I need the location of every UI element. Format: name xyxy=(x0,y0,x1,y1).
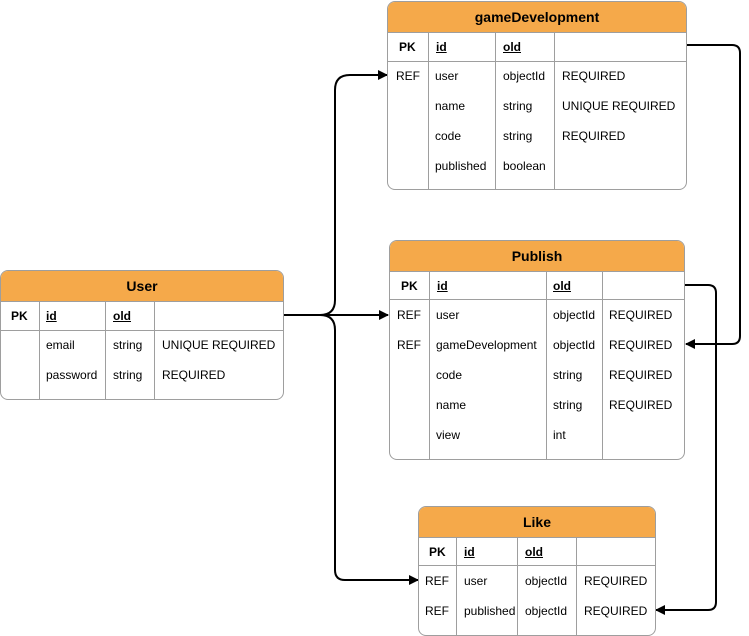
field-key: REF xyxy=(425,604,449,618)
field-constraint: REQUIRED xyxy=(162,368,226,382)
field-constraint: UNIQUE REQUIRED xyxy=(562,99,676,113)
pk-header: PK xyxy=(429,545,446,559)
field-type: int xyxy=(553,428,566,442)
field-constraint: UNIQUE REQUIRED xyxy=(162,338,276,352)
field-name: password xyxy=(46,368,98,382)
field-type: string xyxy=(503,99,533,113)
field-name: name xyxy=(435,99,466,113)
entity-title: gameDevelopment xyxy=(388,2,686,33)
field-name: email xyxy=(46,338,75,352)
field-constraint: REQUIRED xyxy=(609,338,673,352)
field-type: objectId xyxy=(525,604,568,618)
field-type: string xyxy=(553,368,583,382)
field-type: string xyxy=(553,398,583,412)
old-header: old xyxy=(113,309,131,323)
field-type: objectId xyxy=(503,69,546,83)
entity-title: Publish xyxy=(390,241,684,272)
old-header: old xyxy=(553,279,571,293)
field-type: objectId xyxy=(553,308,596,322)
field-constraint: REQUIRED xyxy=(584,574,648,588)
old-header: old xyxy=(525,545,543,559)
old-header: old xyxy=(503,40,521,54)
id-header: id xyxy=(437,279,448,293)
field-type: objectId xyxy=(525,574,568,588)
pk-header: PK xyxy=(11,309,28,323)
field-constraint: REQUIRED xyxy=(562,69,626,83)
entity-publish[interactable]: Publish PK id old REF user objectId REQU… xyxy=(389,240,685,460)
field-type: string xyxy=(113,368,143,382)
field-name: code xyxy=(435,129,462,143)
pk-header: PK xyxy=(399,40,416,54)
field-constraint: REQUIRED xyxy=(609,368,673,382)
field-name: name xyxy=(436,398,467,412)
entity-gamedevelopment[interactable]: gameDevelopment PK id old REF user objec… xyxy=(387,1,687,190)
entity-title: Like xyxy=(419,507,655,538)
field-name: code xyxy=(436,368,463,382)
field-name: gameDevelopment xyxy=(436,338,537,352)
id-header: id xyxy=(436,40,447,54)
field-key: REF xyxy=(397,308,421,322)
field-type: boolean xyxy=(503,159,546,173)
field-type: string xyxy=(503,129,533,143)
connector-gamedev-to-publish xyxy=(685,44,741,349)
field-name: user xyxy=(464,574,488,588)
entity-user[interactable]: User PK id old email string UNIQUE REQUI… xyxy=(0,270,284,400)
field-name: published xyxy=(464,604,516,618)
connector-user-to-gamedev xyxy=(284,70,388,316)
field-name: view xyxy=(436,428,461,442)
field-constraint: REQUIRED xyxy=(609,398,673,412)
field-key: REF xyxy=(397,338,421,352)
field-name: published xyxy=(435,159,487,173)
field-name: user xyxy=(436,308,460,322)
pk-header: PK xyxy=(401,279,418,293)
field-constraint: REQUIRED xyxy=(584,604,648,618)
field-name: user xyxy=(435,69,459,83)
entity-like[interactable]: Like PK id old REF user objectId REQUIRE… xyxy=(418,506,656,636)
field-constraint: REQUIRED xyxy=(609,308,673,322)
id-header: id xyxy=(46,309,57,323)
id-header: id xyxy=(464,545,475,559)
field-type: objectId xyxy=(553,338,596,352)
entity-title: User xyxy=(1,271,283,302)
field-constraint: REQUIRED xyxy=(562,129,626,143)
field-key: REF xyxy=(425,574,449,588)
field-type: string xyxy=(113,338,143,352)
field-key: REF xyxy=(396,69,420,83)
